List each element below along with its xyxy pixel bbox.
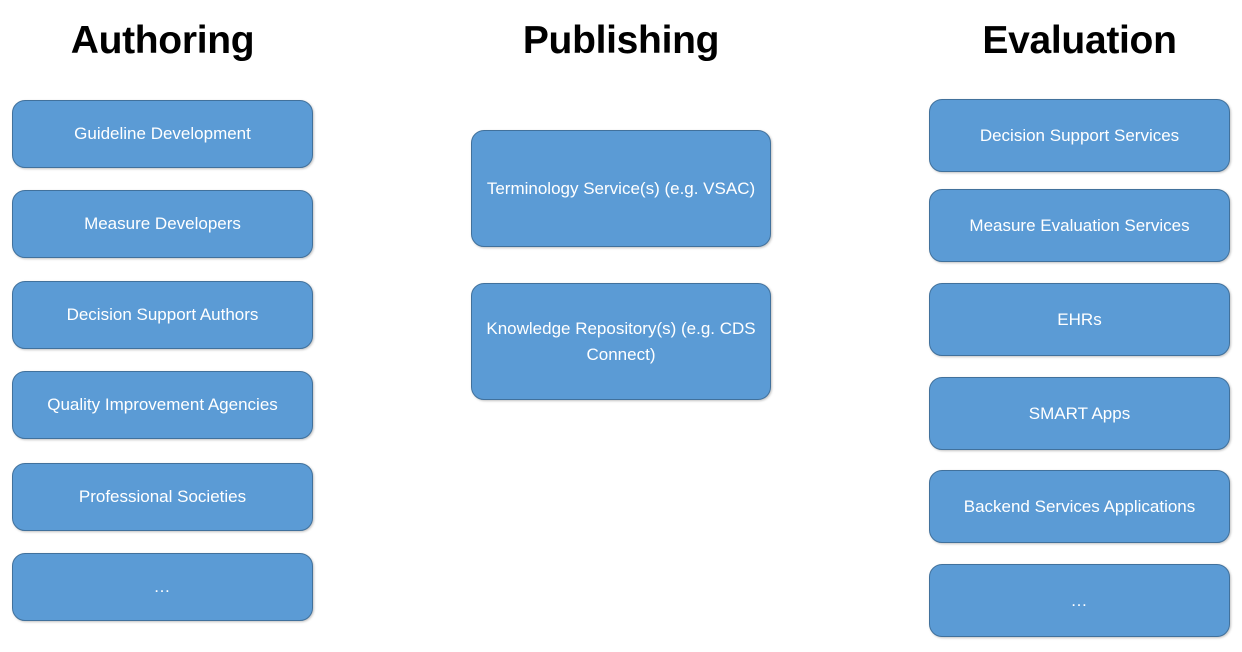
- node-measure-developers[interactable]: Measure Developers: [12, 190, 313, 258]
- node-label: EHRs: [1057, 309, 1102, 329]
- node-label: Quality Improvement Agencies: [47, 395, 278, 414]
- node-label: Measure Developers: [84, 214, 241, 233]
- node-label: SMART Apps: [1028, 403, 1131, 423]
- column-header-authoring: Authoring: [70, 19, 255, 62]
- node-guideline-development[interactable]: Guideline Development: [12, 100, 313, 168]
- column-header-evaluation: Evaluation: [982, 19, 1177, 62]
- node-quality-improvement-agencies[interactable]: Quality Improvement Agencies: [12, 371, 313, 439]
- node-professional-societies[interactable]: Professional Societies: [12, 463, 313, 531]
- column-evaluation: Evaluation Decision Support Services Mea…: [929, 0, 1230, 652]
- node-label: Decision Support Authors: [66, 305, 259, 324]
- node-measure-evaluation-services[interactable]: Measure Evaluation Services: [929, 189, 1230, 262]
- node-smart-apps[interactable]: SMART Apps: [929, 377, 1230, 450]
- node-label: Terminology Service(s) (e.g. VSAC): [486, 178, 756, 198]
- node-evaluation-more[interactable]: …: [929, 564, 1230, 637]
- node-label: Decision Support Services: [979, 125, 1180, 145]
- node-authoring-more[interactable]: …: [12, 553, 313, 621]
- node-label: Professional Societies: [78, 487, 247, 506]
- node-backend-services-applications[interactable]: Backend Services Applications: [929, 470, 1230, 543]
- node-terminology-service[interactable]: Terminology Service(s) (e.g. VSAC): [471, 130, 771, 247]
- node-decision-support-authors[interactable]: Decision Support Authors: [12, 281, 313, 349]
- column-publishing: Publishing Terminology Service(s) (e.g. …: [471, 0, 771, 652]
- node-label: …: [153, 577, 172, 596]
- node-ehrs[interactable]: EHRs: [929, 283, 1230, 356]
- node-label: Backend Services Applications: [963, 496, 1196, 516]
- node-knowledge-repository[interactable]: Knowledge Repository(s) (e.g. CDS Connec…: [471, 283, 771, 400]
- node-label: Guideline Development: [74, 124, 251, 143]
- column-authoring: Authoring Guideline Development Measure …: [12, 0, 313, 652]
- node-label: …: [1070, 590, 1089, 610]
- column-header-publishing: Publishing: [522, 19, 720, 62]
- node-decision-support-services[interactable]: Decision Support Services: [929, 99, 1230, 172]
- node-label: Knowledge Repository(s) (e.g. CDS Connec…: [486, 318, 756, 364]
- node-label: Measure Evaluation Services: [969, 215, 1190, 235]
